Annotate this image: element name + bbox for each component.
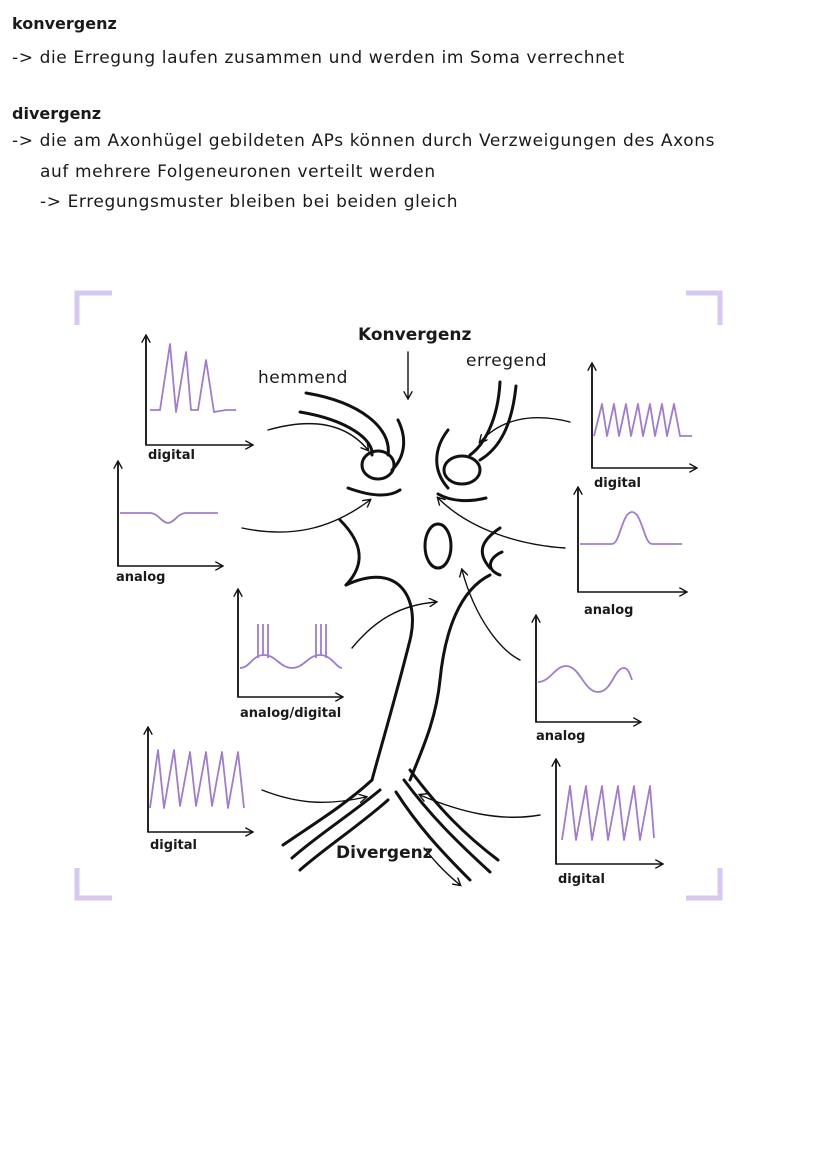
graph-analog-digital: analog/digital: [238, 590, 342, 721]
graph-label: digital: [594, 476, 641, 491]
graph-label: digital: [148, 448, 195, 463]
corner-brackets: [74, 290, 723, 901]
graph-label: analog: [536, 729, 586, 744]
graph-label: analog/digital: [240, 706, 341, 721]
graph-digital-top-left: digital: [146, 336, 252, 463]
graph-label: analog: [584, 603, 634, 618]
neuron: [281, 380, 518, 882]
konvergenz-heading: konvergenz: [12, 14, 117, 33]
divergenz-heading: divergenz: [12, 104, 102, 123]
divergenz-text-1: -> die am Axonhügel gebildeten APs könne…: [12, 131, 716, 151]
graph-analog-right: analog: [578, 488, 686, 618]
divergenz-label: Divergenz: [336, 843, 433, 863]
graph-analog-wave-right: analog: [536, 616, 640, 744]
graph-label: digital: [558, 872, 605, 887]
graph-label: analog: [116, 570, 166, 585]
graph-label: digital: [150, 838, 197, 853]
hemmend-label: hemmend: [258, 368, 348, 388]
graph-digital-bottom-left: digital: [148, 728, 252, 853]
graph-analog-left: analog: [116, 462, 222, 585]
connector-arrows: [241, 351, 571, 885]
divergenz-text-3: -> Erregungsmuster bleiben bei beiden gl…: [40, 192, 459, 212]
graph-digital-top-right: digital: [592, 364, 696, 491]
konvergenz-label: Konvergenz: [358, 325, 471, 345]
konvergenz-text: -> die Erregung laufen zusammen und werd…: [12, 48, 625, 68]
erregend-label: erregend: [466, 351, 547, 371]
graph-digital-bottom-right: digital: [556, 760, 662, 887]
divergenz-text-2: auf mehrere Folgeneuronen verteilt werde…: [40, 162, 436, 182]
